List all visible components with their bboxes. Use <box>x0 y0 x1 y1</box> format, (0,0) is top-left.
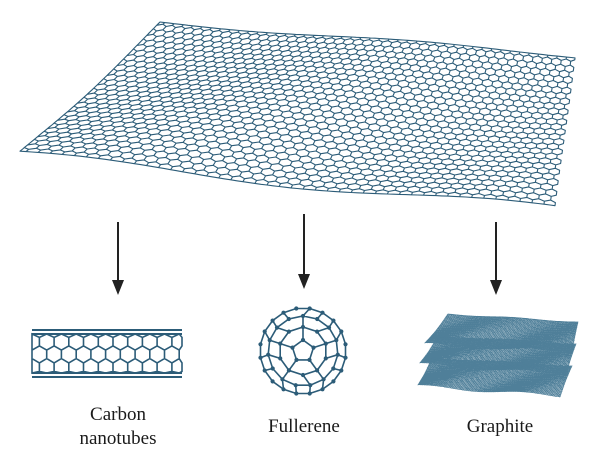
graphene-lattice <box>19 21 576 207</box>
fullerene-atom <box>280 377 285 382</box>
fullerene-atom <box>311 345 316 350</box>
fullerene-atom <box>339 329 344 334</box>
nanotube-lattice <box>31 332 183 374</box>
fullerene-atom <box>281 387 286 392</box>
fullerene-atom <box>270 318 275 323</box>
fullerene-atom <box>323 356 328 361</box>
fullerene-atom <box>343 355 348 360</box>
fullerene-atom <box>274 325 280 330</box>
label-fullerene: Fullerene <box>244 415 364 439</box>
fullerene-atom <box>270 366 275 371</box>
arrow-to-fullerene <box>298 214 310 289</box>
fullerene-atom <box>300 324 306 330</box>
fullerene-atom <box>339 368 344 373</box>
fullerene-atom <box>286 329 291 334</box>
fullerene-atom <box>331 379 336 384</box>
fullerene-atom <box>308 383 313 388</box>
fullerene-atom <box>262 329 267 334</box>
fullerene-illustration <box>258 306 348 396</box>
fullerene-atom <box>331 318 336 323</box>
arrow-to-nanotubes <box>112 222 124 295</box>
label-carbon-nanotubes: Carbon nanotubes <box>48 403 188 451</box>
label-carbon-line-2: nanotubes <box>79 428 157 449</box>
fullerene-atom <box>300 337 306 343</box>
fullerene-atom <box>294 391 299 396</box>
fullerene-atom <box>320 310 325 315</box>
graphite-illustration <box>417 313 579 398</box>
label-carbon-line-1: Carbon <box>90 404 146 425</box>
label-graphite: Graphite <box>440 415 560 439</box>
fullerene-atom <box>267 338 272 343</box>
fullerene-atom <box>266 352 271 357</box>
fullerene-atom <box>323 341 328 346</box>
fullerene-atom <box>286 368 291 373</box>
fullerene-atom <box>335 352 340 357</box>
fullerene-atom <box>278 341 283 346</box>
fullerene-atom <box>258 342 263 347</box>
fullerene-atom <box>294 357 299 362</box>
fullerene-atom <box>293 383 298 388</box>
fullerene-atom <box>300 313 306 319</box>
fullerene-atom <box>331 366 336 371</box>
fullerene-atom <box>307 391 312 396</box>
fullerene-atom <box>290 345 295 350</box>
fullerene-atom <box>258 355 263 360</box>
label-graphite-text: Graphite <box>466 416 534 437</box>
fullerene-atom <box>307 357 312 362</box>
carbon-nanotube-illustration <box>31 329 183 378</box>
fullerene-atom <box>315 329 320 334</box>
fullerene-atom <box>278 356 283 361</box>
fullerene-atom <box>294 306 299 311</box>
fullerene-atom <box>270 379 275 384</box>
fullerene-atom <box>300 372 306 378</box>
fullerene-atom <box>262 368 267 373</box>
fullerene-atom <box>326 325 332 330</box>
graphene-sheet <box>19 21 576 207</box>
fullerene-atom <box>281 310 286 315</box>
graphite-layer-3 <box>417 357 573 398</box>
fullerene-atom <box>286 316 291 322</box>
fullerene-atom <box>343 342 348 347</box>
fullerene-atom <box>321 377 326 382</box>
fullerene-atom <box>307 306 312 311</box>
fullerene-atom <box>334 338 339 343</box>
fullerene-atom <box>315 368 320 373</box>
fullerene-atom <box>315 316 320 322</box>
arrow-to-graphite <box>490 222 502 295</box>
fullerene-atom <box>320 387 325 392</box>
label-fullerene-text: Fullerene <box>268 416 340 437</box>
